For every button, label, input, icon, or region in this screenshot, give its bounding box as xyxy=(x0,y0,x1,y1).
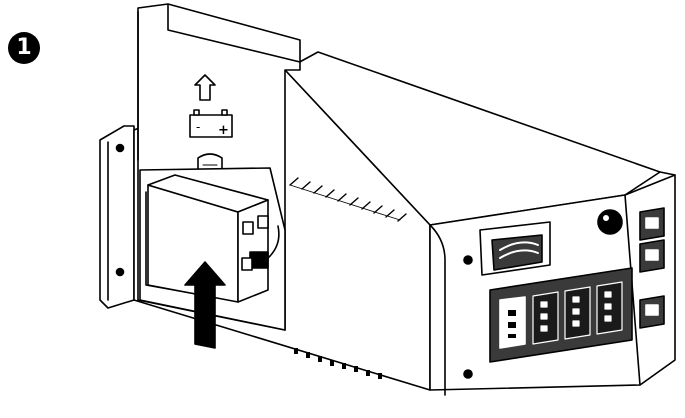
rear-bracket xyxy=(99,125,135,309)
outlet-icon xyxy=(596,281,623,335)
up-arrow-icon xyxy=(194,74,216,101)
battery-plus-label: + xyxy=(218,123,229,138)
battery-pack xyxy=(147,174,280,303)
battery-polarity-icon: - + xyxy=(189,109,233,138)
power-inlet-icon xyxy=(491,234,543,271)
battery-minus-label: - xyxy=(196,120,200,134)
insert-arrow-icon xyxy=(184,261,226,349)
step-number-badge: 1 xyxy=(8,32,40,64)
bottom-vent-slots xyxy=(294,348,382,379)
top-vent-slots xyxy=(289,177,407,222)
data-port xyxy=(639,207,665,329)
outlet-icon xyxy=(499,296,526,349)
rear-connector-panel xyxy=(463,207,665,379)
outlet-icon xyxy=(564,286,591,340)
power-button-icon xyxy=(597,209,623,235)
outlet-icon xyxy=(532,291,559,345)
